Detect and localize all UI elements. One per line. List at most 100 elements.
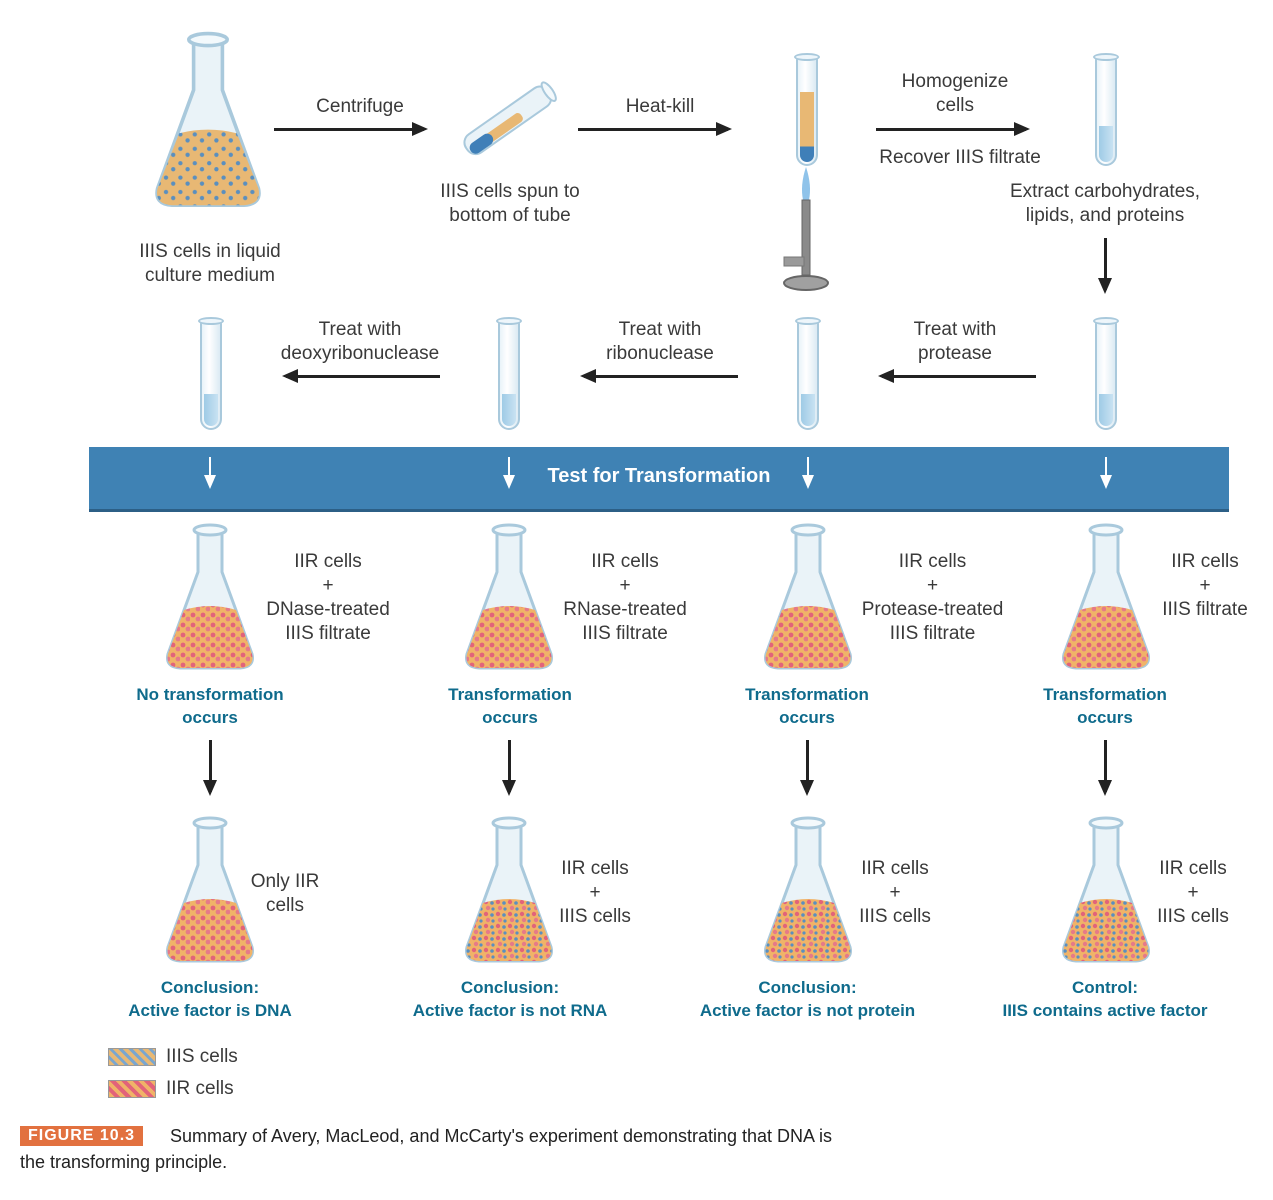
contents-line: Only IIR (250, 871, 320, 892)
conclusion-line: Active factor is not protein (699, 1001, 916, 1020)
test-mix-protease: IIR cells + Protease-treated IIIS filtra… (845, 550, 1020, 646)
figure-tag: FIGURE 10.3 (20, 1126, 144, 1146)
conclusion-3: Conclusion: Active factor is not protein (660, 976, 955, 1022)
mix-line: RNase-treated (563, 599, 687, 620)
mix-line: IIR cells (591, 551, 659, 572)
outcome-contents-2: IIR cells + IIIS cells (545, 857, 645, 929)
contents-line: + (1187, 882, 1199, 903)
mix-line: DNase-treated (266, 599, 390, 620)
contents-line: IIR cells (1159, 858, 1227, 879)
banner-title: Test for Transformation (547, 465, 771, 487)
flask-label-line2: culture medium (145, 265, 275, 286)
treat-dnase-label: Treat with deoxyribonuclease (260, 318, 460, 366)
arrow-extract-down (1098, 238, 1112, 294)
test-flask-dnase (160, 522, 260, 672)
result-protease: Transformation occurs (697, 683, 917, 729)
flask-label-line1: IIIS cells in liquid (139, 241, 281, 262)
outcome-flask-2 (459, 815, 559, 965)
treat-rnase-line1: Treat with (618, 319, 702, 340)
outcome-contents-1: Only IIR cells (230, 870, 340, 918)
conclusion-1: Conclusion: Active factor is DNA (90, 976, 330, 1022)
test-flask-rnase (459, 522, 559, 672)
extract-label-line2: lipids, and proteins (1025, 205, 1185, 226)
figure-caption-line2: the transforming principle. (20, 1152, 228, 1172)
conclusion-line: Conclusion: (460, 978, 560, 997)
treat-protease-line2: protease (918, 343, 992, 364)
arrow-homogenize (876, 122, 1030, 136)
spun-tube-label: IIIS cells spun to bottom of tube (410, 180, 610, 228)
result-line: Transformation (1043, 685, 1167, 704)
result-line: occurs (1077, 708, 1133, 727)
conclusion-line: Control: (1071, 978, 1139, 997)
mix-line: IIIS filtrate (285, 623, 371, 644)
step-heat-kill-label: Heat-kill (625, 96, 695, 117)
legend-label-iiis: IIIS cells (166, 1046, 238, 1067)
mix-line: IIIS filtrate (582, 623, 668, 644)
treat-dnase-line1: Treat with (318, 319, 402, 340)
contents-line: IIR cells (861, 858, 929, 879)
arrow-treat-protease (878, 369, 1036, 383)
homogenize-line1: Homogenize (901, 71, 1009, 92)
conclusion-line: Active factor is DNA (128, 1001, 292, 1020)
untreated-tube-icon (1093, 317, 1119, 430)
mix-line: IIIS filtrate (1162, 599, 1248, 620)
result-control: Transformation occurs (995, 683, 1215, 729)
contents-line: IIIS cells (859, 906, 931, 927)
homogenize-line2: cells (935, 95, 974, 116)
test-for-transformation-banner: Test for Transformation (89, 447, 1229, 512)
step-homogenize-label: Homogenize cells (870, 70, 1040, 118)
result-line: occurs (182, 708, 238, 727)
arrow-treat-rnase (580, 369, 738, 383)
protease-tube-icon (795, 317, 821, 430)
treat-rnase-label: Treat with ribonuclease (560, 318, 760, 366)
treat-protease-label: Treat with protease (855, 318, 1055, 366)
conclusion-line: Active factor is not RNA (412, 1001, 608, 1020)
arrow-result-3 (800, 740, 814, 796)
flask-label: IIIS cells in liquid culture medium (110, 240, 310, 288)
step-centrifuge-label: Centrifuge (316, 96, 404, 117)
result-line: No transformation (136, 685, 284, 704)
step-recover-label: Recover IIIS filtrate (879, 147, 1041, 168)
result-dnase: No transformation occurs (100, 683, 320, 729)
conclusion-line: Conclusion: (758, 978, 857, 997)
mix-line: Protease-treated (861, 599, 1004, 620)
test-mix-control: IIR cells + IIIS filtrate (1145, 550, 1265, 622)
spun-tube-label-line2: bottom of tube (449, 205, 571, 226)
result-line: occurs (482, 708, 538, 727)
mix-line: + (322, 575, 334, 596)
banner-arrow-4 (1100, 457, 1112, 489)
contents-line: IIIS cells (559, 906, 631, 927)
result-rnase: Transformation occurs (400, 683, 620, 729)
mix-line: IIR cells (294, 551, 362, 572)
conclusion-4: Control: IIIS contains active factor (965, 976, 1245, 1022)
legend-swatch-iiis (108, 1048, 156, 1066)
conclusion-line: IIIS contains active factor (1002, 1001, 1208, 1020)
result-line: Transformation (448, 685, 572, 704)
mix-line: IIR cells (898, 551, 967, 572)
banner-arrow-1 (204, 457, 216, 489)
rnase-tube-icon (496, 317, 522, 430)
test-flask-control (1056, 522, 1156, 672)
legend-swatch-iir (108, 1080, 156, 1098)
test-mix-dnase: IIR cells + DNase-treated IIIS filtrate (248, 550, 408, 646)
outcome-contents-3: IIR cells + IIIS cells (845, 857, 945, 929)
dnase-tube-icon (198, 317, 224, 430)
contents-line: cells (265, 895, 304, 916)
bunsen-burner-icon (776, 165, 836, 300)
conclusion-line: Conclusion: (160, 978, 260, 997)
mix-line: IIR cells (1171, 551, 1239, 572)
mix-line: + (926, 575, 939, 596)
treat-dnase-line2: deoxyribonuclease (280, 343, 440, 364)
test-mix-rnase: IIR cells + RNase-treated IIIS filtrate (545, 550, 705, 646)
arrow-result-4 (1098, 740, 1112, 796)
contents-line: + (889, 882, 901, 903)
legend-label-iir: IIR cells (166, 1078, 234, 1099)
result-line: occurs (779, 708, 835, 727)
banner-arrow-2 (503, 457, 515, 489)
arrow-centrifuge (274, 122, 428, 136)
spun-tube-label-line1: IIIS cells spun to (440, 181, 580, 202)
spun-tube-icon (450, 75, 570, 170)
contents-line: + (589, 882, 601, 903)
banner-arrow-3 (802, 457, 814, 489)
extract-label: Extract carbohydrates, lipids, and prote… (985, 180, 1225, 228)
